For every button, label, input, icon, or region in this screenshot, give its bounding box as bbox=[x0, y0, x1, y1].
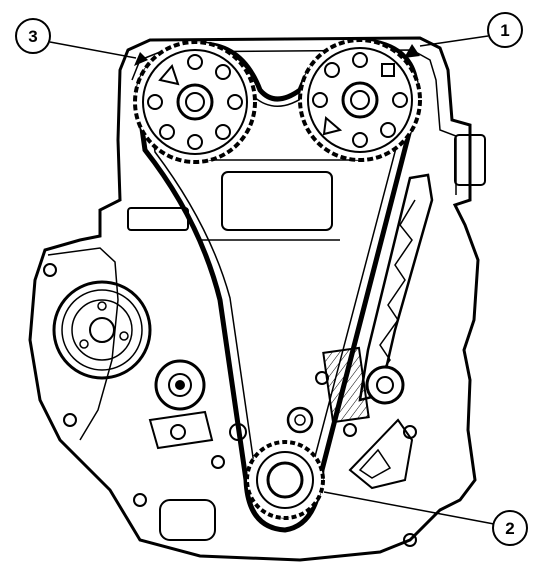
callout-number: 1 bbox=[500, 21, 509, 40]
callout-number: 3 bbox=[28, 27, 37, 46]
fastener bbox=[229, 423, 247, 441]
engine-block-outline bbox=[28, 36, 480, 562]
upper-left-bracket bbox=[127, 207, 189, 231]
mount-hole bbox=[403, 533, 417, 547]
callout-3: 3 bbox=[15, 18, 51, 54]
guide-rail-lattice bbox=[371, 199, 416, 386]
leader-line-1 bbox=[419, 35, 489, 47]
idler-pulley-center bbox=[286, 406, 314, 434]
callout-2: 2 bbox=[492, 510, 528, 546]
crankshaft-sprocket bbox=[245, 440, 325, 520]
water-pump-pulley bbox=[52, 280, 152, 380]
bracket-web bbox=[358, 448, 392, 479]
tensioner-pulley bbox=[154, 359, 206, 411]
right-camshaft-sprocket bbox=[298, 38, 422, 162]
tensioner-arm bbox=[148, 410, 214, 450]
housing-window bbox=[221, 171, 333, 231]
fastener bbox=[343, 423, 357, 437]
left-cover-edge bbox=[47, 247, 119, 441]
mount-hole bbox=[133, 493, 147, 507]
fastener bbox=[315, 371, 329, 385]
mount-hole bbox=[43, 263, 57, 277]
timing-mark bbox=[134, 52, 148, 66]
belt-tensioner bbox=[322, 346, 370, 424]
lower-right-bracket bbox=[348, 418, 414, 490]
block-inner-edge bbox=[131, 49, 457, 195]
oil-pan-rail bbox=[159, 499, 216, 541]
leader-line-2 bbox=[323, 491, 495, 525]
callout-number: 2 bbox=[505, 519, 514, 538]
fastener bbox=[211, 455, 225, 469]
timing-mark bbox=[404, 44, 420, 58]
mount-hole bbox=[63, 413, 77, 427]
right-boss bbox=[454, 134, 486, 186]
left-camshaft-sprocket bbox=[133, 40, 257, 164]
callout-1: 1 bbox=[487, 12, 523, 48]
fastener bbox=[170, 424, 186, 440]
idler-pulley-right bbox=[365, 365, 405, 405]
housing-ridge bbox=[190, 159, 360, 241]
leader-line-3 bbox=[49, 41, 137, 59]
